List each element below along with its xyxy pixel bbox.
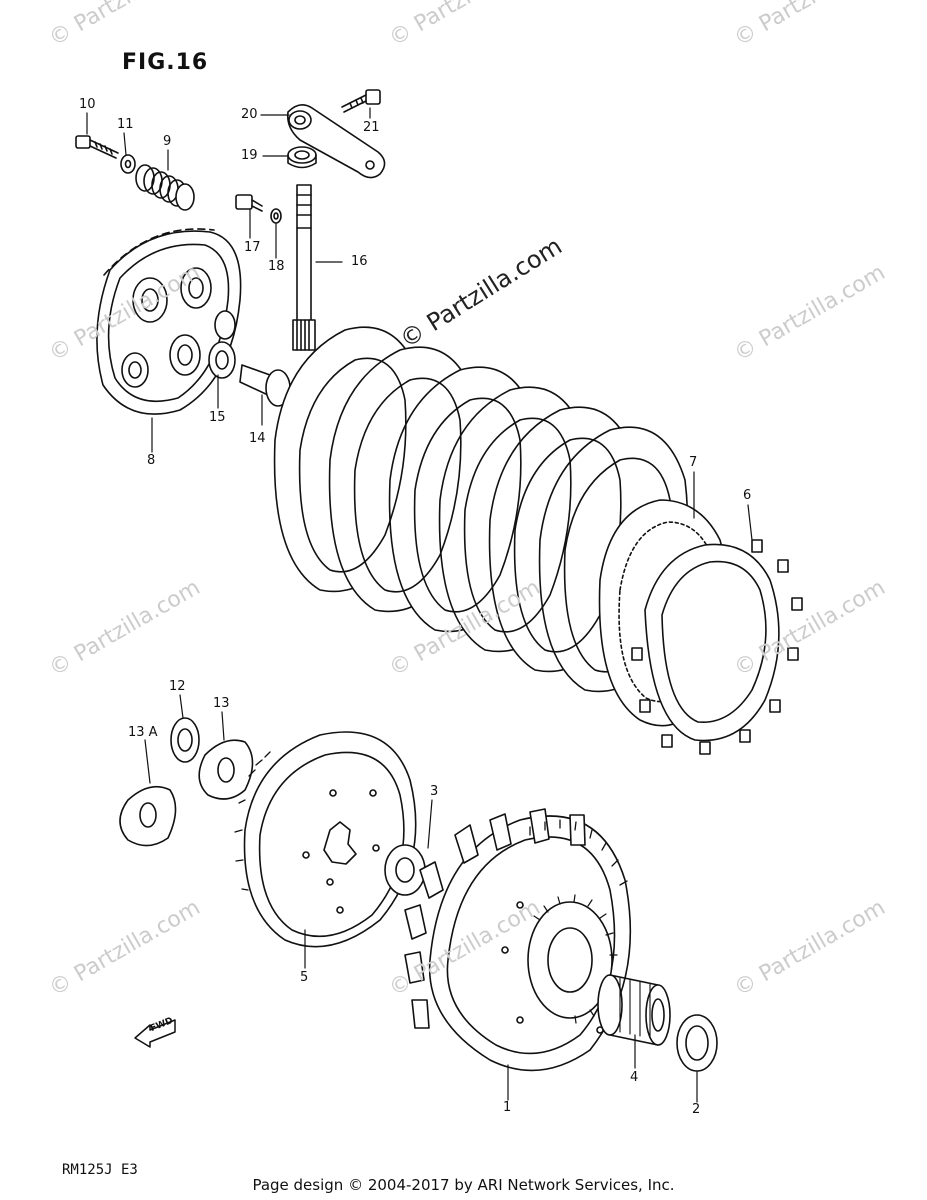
part-3-thrust-washer[interactable] [384,844,426,896]
callout-12[interactable]: 12 [169,679,186,694]
callout-13[interactable]: 13 [213,696,230,711]
part-12-bushing[interactable] [170,717,200,763]
part-2-washer[interactable] [676,1014,718,1072]
callout-4[interactable]: 4 [630,1070,639,1085]
part-1-clutch-housing[interactable] [404,808,632,1072]
model-code: RM125J E3 [62,1162,138,1178]
callout-2[interactable]: 2 [692,1102,701,1117]
callout-20[interactable]: 20 [241,107,258,122]
part-17-screw[interactable] [235,194,263,212]
part-19-oil-seal[interactable] [287,146,317,169]
part-13a-lock-washer[interactable] [119,785,177,847]
callout-3[interactable]: 3 [430,784,439,799]
callout-7[interactable]: 7 [689,455,698,470]
callout-16[interactable]: 16 [351,254,368,269]
part-9-spring[interactable] [135,164,195,211]
part-10-bolt[interactable] [75,135,119,159]
part-18-washer[interactable] [270,208,282,224]
callout-1[interactable]: 1 [503,1100,512,1115]
part-4-needle-bearing[interactable] [597,974,671,1046]
part-20-release-arm[interactable] [286,104,386,179]
part-16-shaft[interactable] [292,184,316,351]
callout-17[interactable]: 17 [244,240,261,255]
part-11-washer[interactable] [120,154,136,174]
callout-14[interactable]: 14 [249,431,266,446]
callout-5[interactable]: 5 [300,970,309,985]
callout-6[interactable]: 6 [743,488,752,503]
part-15-bearing[interactable] [208,341,236,379]
part-21-bolt[interactable] [341,89,381,113]
page-footer: Page design © 2004-2017 by ARI Network S… [252,1176,675,1194]
fwd-arrow-icon [134,1019,176,1048]
callout-21[interactable]: 21 [363,120,380,135]
leader-lines [86,107,753,1103]
callout-15[interactable]: 15 [209,410,226,425]
clutch-plate-stack[interactable] [273,326,803,755]
callout-13a[interactable]: 13 A [128,725,158,740]
callout-8[interactable]: 8 [147,453,156,468]
callout-11[interactable]: 11 [117,117,134,132]
part-13-lock-washer[interactable] [198,739,254,800]
callout-10[interactable]: 10 [79,97,96,112]
figure-title: FIG.16 [122,50,209,75]
part-14-pushrod-piece[interactable] [239,364,291,407]
callout-18[interactable]: 18 [268,259,285,274]
callout-19[interactable]: 19 [241,148,258,163]
part-5-driven-gear[interactable] [234,731,417,948]
callout-9[interactable]: 9 [163,134,172,149]
